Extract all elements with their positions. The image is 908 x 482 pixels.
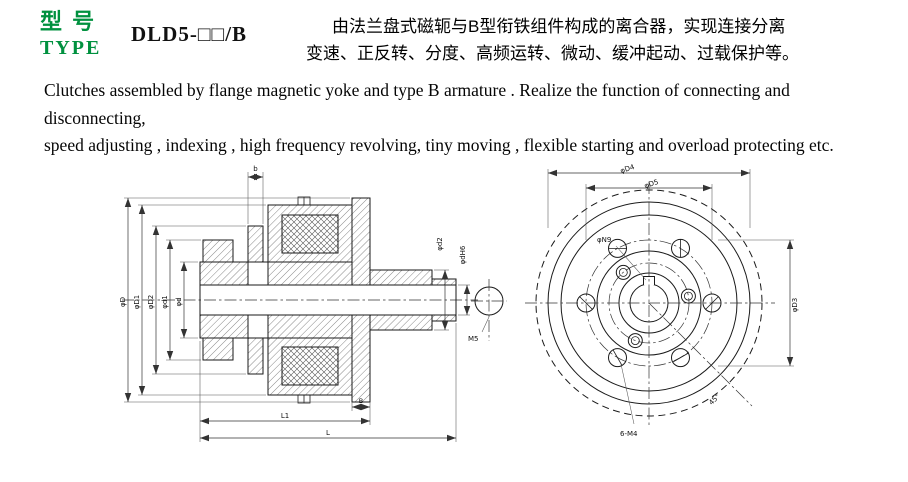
screws-label: 6-M4 bbox=[620, 430, 638, 438]
screw-head bbox=[671, 348, 690, 368]
screw-head bbox=[576, 293, 596, 313]
shaft-wall-hatch bbox=[199, 261, 249, 286]
collar-hatch bbox=[202, 239, 234, 263]
angle-label: 45° bbox=[707, 392, 721, 406]
description-cn-line1: 由法兰盘式磁轭与B型衔铁组件构成的离合器，实现连接分离 bbox=[332, 17, 786, 36]
hub-wall-hatch bbox=[369, 269, 433, 286]
model-number: DLD5-□□/B bbox=[131, 22, 248, 46]
counterbore-hole bbox=[680, 288, 696, 304]
armature-disc-hatch bbox=[247, 337, 264, 375]
dim-label-L1: L1 bbox=[281, 412, 289, 420]
screw-head bbox=[608, 348, 627, 368]
hub-wall-hatch bbox=[369, 314, 433, 331]
terminal-leader-line bbox=[481, 316, 490, 333]
dim-label-b: b bbox=[253, 165, 258, 173]
front-view: 45° bbox=[525, 182, 775, 438]
front-diagonal-centerline bbox=[648, 302, 753, 407]
flange-disc-hatch bbox=[351, 197, 371, 286]
description-chinese: 由法兰盘式磁轭与B型衔铁组件构成的离合器，实现连接分离 变速、正反转、分度、高频… bbox=[306, 13, 878, 67]
type-label-cn: 型 号 bbox=[40, 9, 97, 34]
coil-winding bbox=[281, 214, 339, 254]
dim-label-phi-D3: φD3 bbox=[791, 298, 799, 312]
shaft-wall-hatch bbox=[199, 314, 249, 339]
front-dimensions: φD4 φD5 φD3 bbox=[547, 163, 799, 367]
dim-label-phi-dH6: φdH6 bbox=[459, 245, 467, 264]
screw-head bbox=[608, 238, 627, 258]
dim-label-phi-D: φD bbox=[119, 297, 127, 307]
description-cn-line2: 变速、正反转、分度、高频运转、微动、缓冲起动、过载保护等。 bbox=[306, 44, 799, 63]
type-block: 型 号 TYPE bbox=[40, 9, 102, 60]
collar-hatch bbox=[202, 337, 234, 361]
dim-label-phi-D2: φD2 bbox=[147, 295, 155, 309]
description-english: Clutches assembled by flange magnetic yo… bbox=[44, 77, 876, 160]
counterbore-hole bbox=[627, 333, 643, 349]
dim-label-phi-d2: φd2 bbox=[436, 237, 444, 251]
type-label-en: TYPE bbox=[40, 37, 102, 60]
dim-label-B: B bbox=[359, 397, 363, 405]
dim-label-phi-D1: φD1 bbox=[133, 295, 141, 309]
dim-label-phi-d1: φd1 bbox=[161, 295, 169, 309]
keyway bbox=[643, 276, 655, 285]
armature-disc-hatch bbox=[247, 225, 264, 263]
description-en-line1: Clutches assembled by flange magnetic yo… bbox=[44, 80, 790, 128]
keyway-leader-line bbox=[615, 245, 647, 281]
rotor-hub-hatch bbox=[267, 261, 353, 286]
dim-label-phi-d: φd bbox=[175, 297, 183, 306]
flange-disc-hatch bbox=[351, 314, 371, 403]
screws-leader-line bbox=[620, 363, 635, 425]
terminal-view: M5 bbox=[468, 279, 507, 343]
hub-end-hatch bbox=[431, 314, 457, 322]
screw-head bbox=[671, 238, 690, 258]
section-view bbox=[122, 196, 478, 404]
counterbore-hole bbox=[615, 264, 631, 280]
rotor-hub-hatch bbox=[267, 314, 353, 339]
hub-end-hatch bbox=[431, 278, 457, 286]
terminal-thread-label: M5 bbox=[468, 335, 479, 343]
keyway-label: φN9 bbox=[597, 236, 611, 244]
screw-head bbox=[702, 293, 722, 313]
dim-label-L: L bbox=[326, 429, 330, 437]
section-dimensions: φD φD1 φD2 φd1 φd b φd2 φdH6 bbox=[119, 165, 471, 442]
description-en-line2: speed adjusting , indexing , high freque… bbox=[44, 135, 834, 155]
coil-winding bbox=[281, 346, 339, 386]
